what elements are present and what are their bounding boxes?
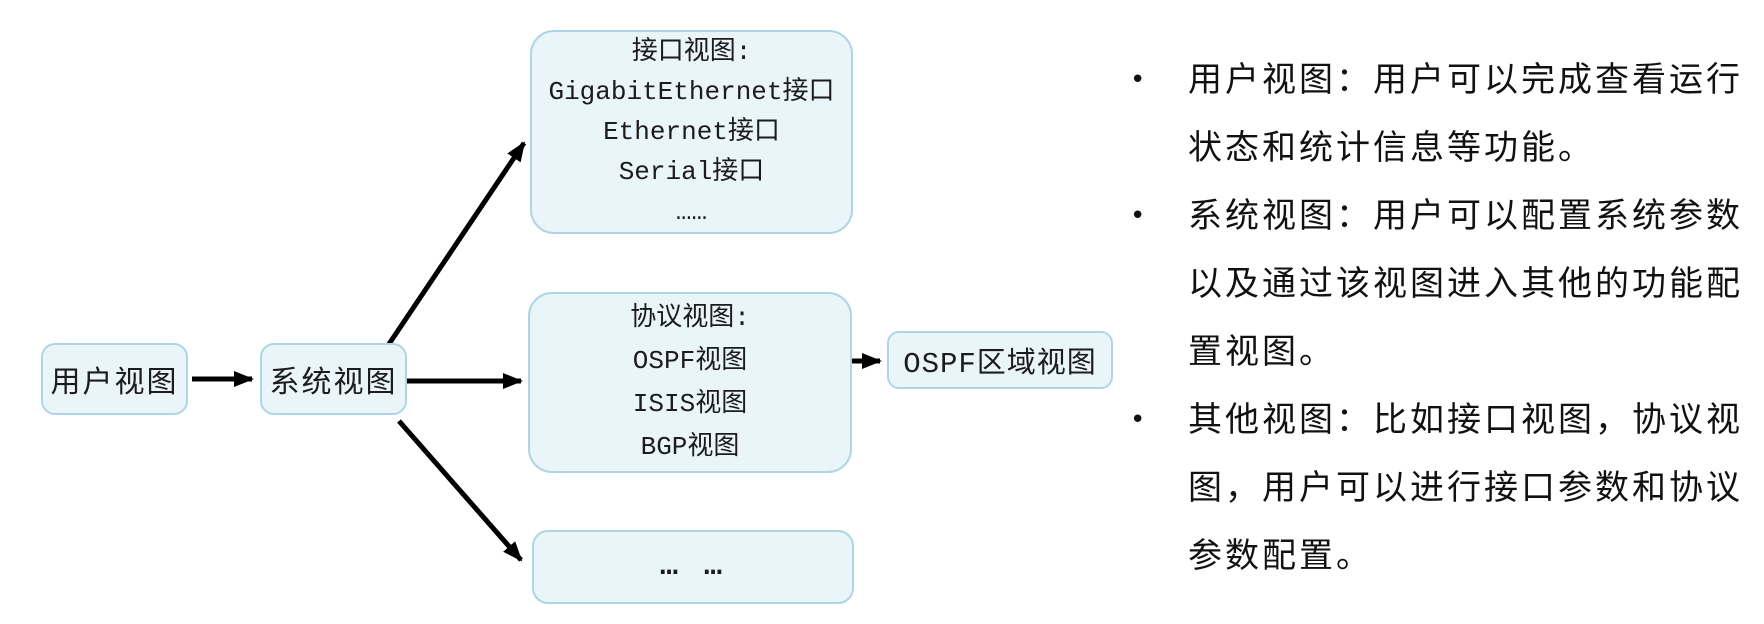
user-view-label: 用户视图 [50,367,179,402]
note-line: 其他视图：比如接口视图，协议视 [1188,400,1743,440]
protocol-view-line: ISIS视图 [632,388,748,419]
ospf-area-view-label: OSPF区域视图 [903,348,1097,381]
note-line: 置视图。 [1188,332,1336,372]
arrow-system-to-interface [386,141,527,346]
interface-view-line: Serial接口 [618,157,765,187]
note-system-view: • 系统视图：用户可以配置系统参数 以及通过该视图进入其他的功能配 置视图。 [1130,182,1764,386]
protocol-view-box: 协议视图: OSPF视图 ISIS视图 BGP视图 [528,292,852,473]
ospf-area-view-box: OSPF区域视图 [887,331,1113,389]
protocol-view-line: OSPF视图 [632,345,748,376]
interface-view-line: Ethernet接口 [603,117,780,147]
note-line: 状态和统计信息等功能。 [1188,128,1595,168]
interface-view-ellipsis: …… [675,197,708,227]
user-view-box: 用户视图 [41,343,188,415]
note-line: 系统视图：用户可以配置系统参数 [1188,196,1743,236]
other-views-ellipsis: … … [659,550,726,584]
arrow-system-to-other [397,419,523,562]
interface-view-line: GigabitEthernet接口 [548,77,835,107]
note-line: 图，用户可以进行接口参数和协议 [1188,468,1743,508]
bullet-icon: • [1130,65,1146,95]
protocol-view-line: BGP视图 [640,431,740,462]
note-line: 以及通过该视图进入其他的功能配 [1188,264,1743,304]
interface-view-box: 接口视图: GigabitEthernet接口 Ethernet接口 Seria… [530,30,853,234]
bullet-icon: • [1130,201,1146,231]
note-other-views: • 其他视图：比如接口视图，协议视 图，用户可以进行接口参数和协议 参数配置。 [1130,386,1764,590]
protocol-view-title: 协议视图: [630,302,750,333]
system-view-box: 系统视图 [260,343,407,415]
bullet-icon: • [1130,405,1146,435]
interface-view-title: 接口视图: [631,37,752,67]
note-line: 参数配置。 [1188,536,1373,576]
notes-panel: • 用户视图：用户可以完成查看运行 状态和统计信息等功能。 • 系统视图：用户可… [1130,46,1764,590]
other-views-box: … … [532,530,854,604]
note-line: 用户视图：用户可以完成查看运行 [1188,60,1743,100]
system-view-label: 系统视图 [269,367,398,402]
note-user-view: • 用户视图：用户可以完成查看运行 状态和统计信息等功能。 [1130,46,1764,182]
